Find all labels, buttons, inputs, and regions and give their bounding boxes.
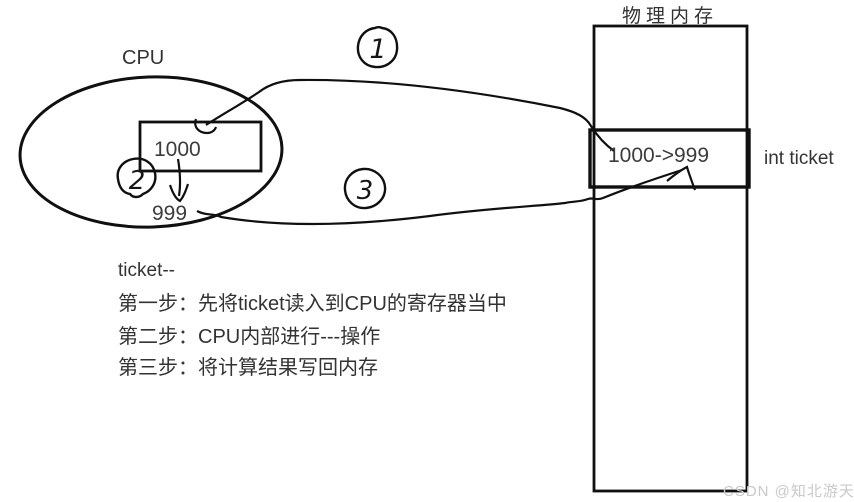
cpu-ellipse — [18, 75, 284, 229]
physical-memory-box — [592, 24, 749, 493]
step1-circle — [356, 26, 399, 69]
int-ticket-label: int ticket — [764, 148, 834, 169]
ticket-decrement-title: ticket-- — [118, 260, 175, 281]
step3-number: 3 — [357, 176, 374, 206]
register-decrement-arrow — [176, 158, 182, 197]
decremented-value: 999 — [152, 202, 188, 225]
register-decrement-arrowhead — [168, 183, 190, 203]
step1-number: 1 — [369, 34, 386, 65]
read-from-memory-curve — [205, 78, 615, 152]
explanation-step3: 第三步：将计算结果写回内存 — [118, 357, 378, 379]
step2-circle — [116, 157, 157, 199]
write-back-arrowhead — [666, 165, 697, 191]
write-back-curve — [196, 168, 683, 226]
explanation-step1: 第一步：先将ticket读入到CPU的寄存器当中 — [118, 293, 507, 315]
read-curve-arrowhead — [194, 118, 218, 135]
memory-cell-value: 1000->999 — [608, 144, 710, 167]
cpu-label: CPU — [122, 47, 165, 69]
physical-memory-title: 物理内存 — [622, 6, 719, 27]
step3-circle — [343, 167, 387, 210]
explanation-step2: 第二步：CPU内部进行---操作 — [118, 326, 381, 348]
register-value: 1000 — [154, 138, 201, 161]
csdn-watermark: CSDN @知北游天 — [723, 483, 854, 500]
step2-number: 2 — [129, 166, 146, 196]
